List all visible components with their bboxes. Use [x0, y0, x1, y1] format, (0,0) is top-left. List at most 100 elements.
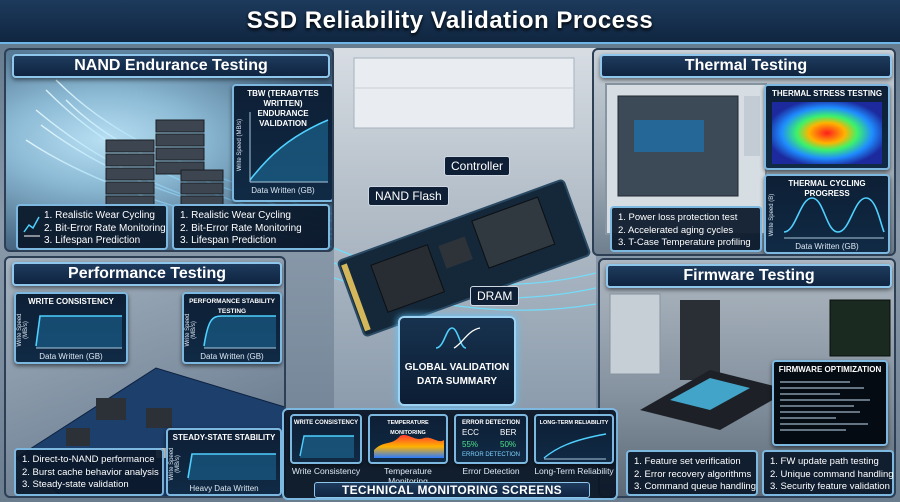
dram-label: DRAM	[470, 286, 520, 306]
summary-line-2: DATA SUMMARY	[417, 376, 497, 387]
monitor-reliability-curve	[543, 433, 607, 460]
endurance-xlabel: Data Written (GB)	[251, 186, 315, 195]
title-banner: SSD Reliability Validation Process	[0, 0, 900, 44]
ssd-board-illustration	[334, 57, 596, 337]
monitoring-footer: TECHNICAL MONITORING SCREENS	[314, 482, 590, 498]
performance-section: Performance Testing WRITE CONSISTENCY Wr…	[4, 256, 286, 498]
list-item: 3. Lifespan Prediction	[180, 235, 277, 246]
firmware-section: Firmware Testing FIRMWARE OPTIMIZATION 1…	[598, 258, 896, 498]
thermal-cycling-ylabel: Write Speed (B)	[769, 193, 775, 237]
firmware-terminal: FIRMWARE OPTIMIZATION	[772, 360, 888, 446]
global-summary-badge: GLOBAL VALIDATION DATA SUMMARY	[398, 316, 516, 406]
write-consistency-ylabel: Write Speed (MB/s)	[17, 313, 29, 347]
monitor-screen-write: WRITE CONSISTENCY	[290, 414, 362, 464]
waveform-icon	[435, 327, 481, 349]
list-item: 3. Command queue handling	[634, 481, 757, 492]
monitor-caption: Write Consistency	[291, 466, 361, 476]
steady-state-curve	[187, 453, 276, 480]
endurance-chart-panel: TBW (TERABYTES WRITTEN) ENDURANCE VALIDA…	[232, 84, 332, 202]
steady-state-xlabel: Heavy Data Written	[189, 484, 259, 493]
ecc-value: 55%	[462, 440, 479, 449]
list-item: 2. Burst cache behavior analysis	[22, 466, 159, 478]
monitor-write-curve	[299, 435, 354, 458]
firmware-list-b: 1. FW update path testing 2. Unique comm…	[762, 450, 894, 496]
monitor-screen-error: ERROR DETECTION ECC BER 55% 50% ERROR DE…	[454, 414, 528, 464]
list-item: 3. Steady-state validation	[22, 479, 129, 490]
thermal-section: Thermal Testing THERMAL STRESS TESTING T…	[592, 48, 896, 256]
monitor-caption: Long-Term Reliability	[534, 466, 614, 476]
monitor-temperature-graph	[374, 435, 444, 458]
monitor-title: TEMPERATURE MONITORING	[387, 420, 429, 436]
list-item: 2. Accelerated aging cycles	[618, 224, 734, 236]
thermal-list: 1. Power loss protection test 2. Acceler…	[610, 206, 762, 252]
terminal-title: FIRMWARE OPTIMIZATION	[778, 365, 882, 374]
page-title: SSD Reliability Validation Process	[246, 7, 654, 34]
steady-state-panel: STEADY-STATE STABILITY Write Speed (MB/s…	[166, 428, 282, 496]
monitor-title: ERROR DETECTION	[461, 420, 520, 426]
heatmap	[772, 102, 882, 164]
firmware-list-a: 1. Feature set verification 2. Error rec…	[626, 450, 758, 496]
nand-title-text: NAND Endurance Testing	[74, 57, 268, 74]
list-item: 1. Realistic Wear Cycling	[44, 210, 155, 221]
monitor-title: WRITE CONSISTENCY	[293, 420, 359, 426]
performance-stability-xlabel: Data Written (GB)	[200, 352, 264, 361]
thermal-stress-panel: THERMAL STRESS TESTING	[764, 84, 890, 170]
controller-label: Controller	[444, 156, 511, 176]
endurance-ylabel: Write Speed (MB/s)	[237, 118, 243, 172]
nand-scene-illustration	[25, 79, 332, 248]
performance-stability-title: PERFORMANCE STABILITY TESTING	[189, 298, 275, 315]
summary-line-1: GLOBAL VALIDATION	[404, 362, 510, 373]
ber-value: 50%	[500, 440, 517, 449]
list-item: 1. FW update path testing	[770, 456, 879, 467]
monitor-caption: Error Detection	[462, 466, 520, 476]
terminal-log-lines	[780, 381, 870, 431]
steady-state-title: STEADY-STATE STABILITY	[172, 433, 276, 442]
list-item: 2. Bit-Error Rate Monitoring	[180, 222, 302, 234]
steady-state-ylabel: Write Speed (MB/s)	[169, 447, 181, 481]
thermal-cycling-panel: THERMAL CYCLING PROGRESS Write Speed (B)…	[764, 174, 890, 254]
write-consistency-curve	[35, 315, 122, 349]
firmware-rig-illustration	[609, 293, 891, 430]
thermal-title-text: Thermal Testing	[684, 57, 808, 74]
write-consistency-title: WRITE CONSISTENCY	[28, 297, 114, 306]
list-item: 1. Feature set verification	[634, 456, 741, 467]
nand-title: NAND Endurance Testing	[12, 54, 330, 78]
firmware-title-text: Firmware Testing	[683, 267, 815, 284]
error-detection-sub: ERROR DETECTION	[461, 452, 520, 458]
list-item: 1. Realistic Wear Cycling	[180, 210, 291, 221]
thermal-cycling-title: THERMAL CYCLING PROGRESS	[788, 179, 866, 198]
nand-list-b: 1. Realistic Wear Cycling 2. Bit-Error R…	[172, 204, 330, 250]
thermal-cycling-xlabel: Data Written (GB)	[795, 242, 859, 251]
performance-list: 1. Direct-to-NAND performance 2. Burst c…	[14, 448, 164, 496]
monitor-screen-temperature: TEMPERATURE MONITORING	[368, 414, 448, 464]
performance-stability-ylabel: Write Speed (MB/s)	[185, 313, 197, 347]
list-item: 3. Security feature validation	[770, 481, 890, 492]
center-ssd-section: Controller NAND Flash DRAM GLOBAL VALIDA…	[334, 48, 596, 408]
endurance-chart-title-1: TBW (TERABYTES WRITTEN)	[247, 89, 319, 108]
list-item: 2. Error recovery algorithms	[634, 468, 752, 480]
list-item: 3. T-Case Temperature profiling	[618, 237, 751, 248]
performance-stability-panel: PERFORMANCE STABILITY TESTING Write Spee…	[182, 292, 282, 364]
endurance-curve	[249, 112, 329, 183]
monitoring-screens-section: WRITE CONSISTENCY Write Consistency TEMP…	[282, 408, 618, 500]
performance-title-text: Performance Testing	[68, 265, 226, 282]
thermal-stress-title: THERMAL STRESS TESTING	[771, 89, 883, 98]
performance-title: Performance Testing	[12, 262, 282, 286]
list-item: 2. Bit-Error Rate Monitoring	[44, 222, 166, 234]
monitor-caption: Temperature Monitoring	[384, 466, 432, 486]
nand-list-a: 1. Realistic Wear Cycling 2. Bit-Error R…	[16, 204, 168, 250]
list-item: 1. Direct-to-NAND performance	[22, 454, 155, 465]
monitor-title: LONG-TERM RELIABILITY	[539, 420, 609, 426]
nand-flash-label: NAND Flash	[368, 186, 449, 206]
list-item: 3. Lifespan Prediction	[44, 235, 141, 246]
list-item: 2. Unique command handling	[770, 468, 894, 480]
ecc-label: ECC	[462, 428, 479, 437]
write-consistency-xlabel: Data Written (GB)	[39, 352, 103, 361]
performance-stability-curve	[203, 315, 276, 349]
firmware-title: Firmware Testing	[606, 264, 892, 288]
monitor-screen-reliability: LONG-TERM RELIABILITY	[534, 414, 614, 464]
endurance-chart-title-2: ENDURANCE VALIDATION	[257, 109, 309, 128]
nand-endurance-section: NAND Endurance Testing TBW (TERABYTES WR…	[4, 48, 334, 252]
thermal-title: Thermal Testing	[600, 54, 892, 78]
write-consistency-panel: WRITE CONSISTENCY Write Speed (MB/s) Dat…	[14, 292, 128, 364]
